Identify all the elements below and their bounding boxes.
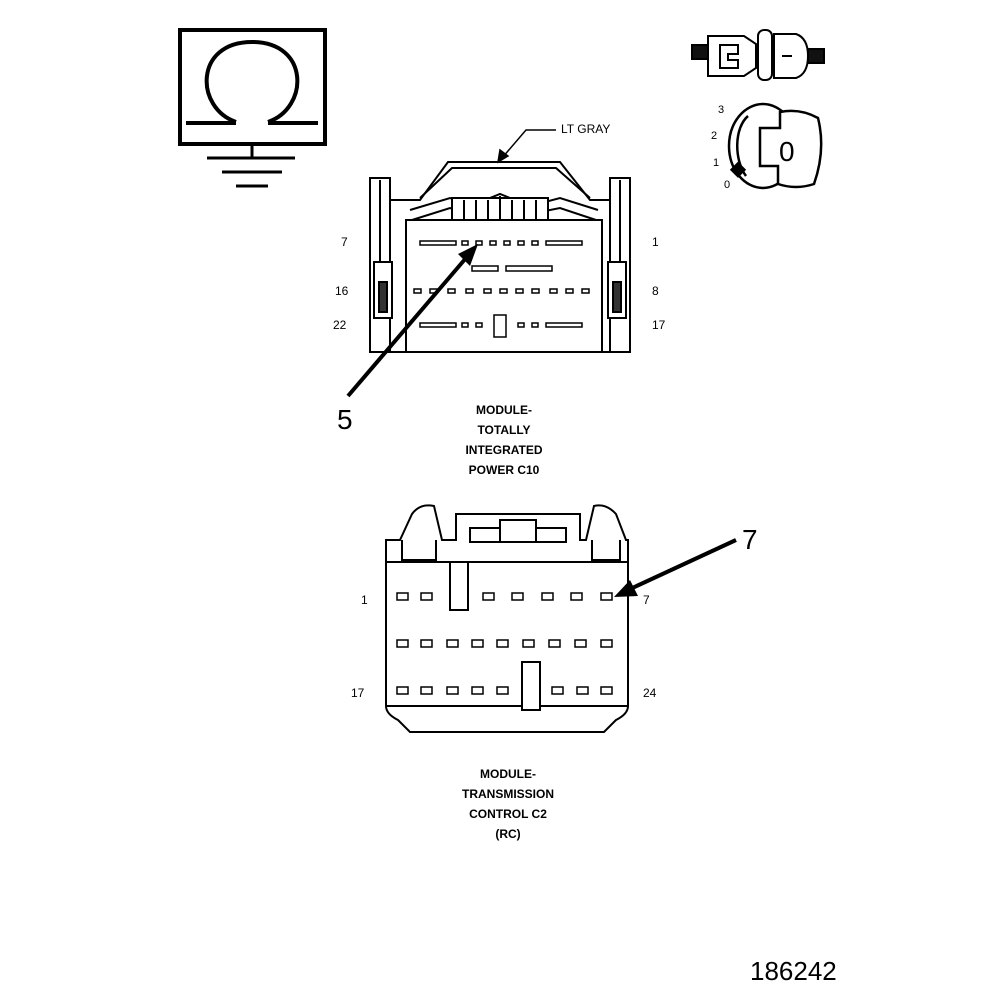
c2-title: MODULE- TRANSMISSION CONTROL C2 (RC) xyxy=(408,764,608,844)
c2-title-line-3: CONTROL C2 xyxy=(469,807,547,821)
c10-pin-8-label: 8 xyxy=(652,284,659,298)
c2-pin-17-label: 17 xyxy=(351,686,365,700)
omega-ohm-icon xyxy=(178,28,327,146)
key-label: 0 xyxy=(779,136,795,167)
c2-pin-1-label: 1 xyxy=(361,593,368,607)
key-position-0: 0 xyxy=(724,179,731,191)
color-leader-line xyxy=(496,129,556,164)
c10-title: MODULE- TOTALLY INTEGRATED POWER C10 xyxy=(404,400,604,480)
c10-title-line-1: MODULE- xyxy=(476,403,532,417)
c2-title-line-1: MODULE- xyxy=(480,767,536,781)
c2-pin-24-label: 24 xyxy=(643,686,657,700)
callout-arrow-7 xyxy=(614,538,737,597)
ignition-key-icon xyxy=(727,102,823,190)
c2-title-line-4: (RC) xyxy=(495,827,521,841)
probe-icon xyxy=(691,29,825,81)
c2-title-line-2: TRANSMISSION xyxy=(461,787,554,801)
connector-c2 xyxy=(385,504,629,733)
figure-number: 186242 xyxy=(750,956,837,986)
c10-color-label: LT GRAY xyxy=(561,122,611,136)
c10-pin-7-label: 7 xyxy=(341,235,348,249)
key-position-1: 1 xyxy=(713,157,720,169)
c10-title-line-3: INTEGRATED xyxy=(465,443,543,457)
c10-pin-16-label: 16 xyxy=(335,284,349,298)
c10-title-line-2: TOTALLY xyxy=(477,423,531,437)
c2-callout-7: 7 xyxy=(742,524,758,555)
ground-icon xyxy=(207,144,295,188)
c2-pin-7-label: 7 xyxy=(643,593,650,607)
c10-pin-1-label: 1 xyxy=(652,235,659,249)
c10-callout-5: 5 xyxy=(337,404,353,435)
callout-arrow-5 xyxy=(346,244,478,398)
connector-c10 xyxy=(369,161,631,353)
c10-pin-22-label: 22 xyxy=(333,318,347,332)
key-position-3: 3 xyxy=(718,104,725,116)
key-position-2: 2 xyxy=(711,130,718,142)
c10-title-line-4: POWER C10 xyxy=(468,463,540,477)
c10-pin-17-label: 17 xyxy=(652,318,666,332)
